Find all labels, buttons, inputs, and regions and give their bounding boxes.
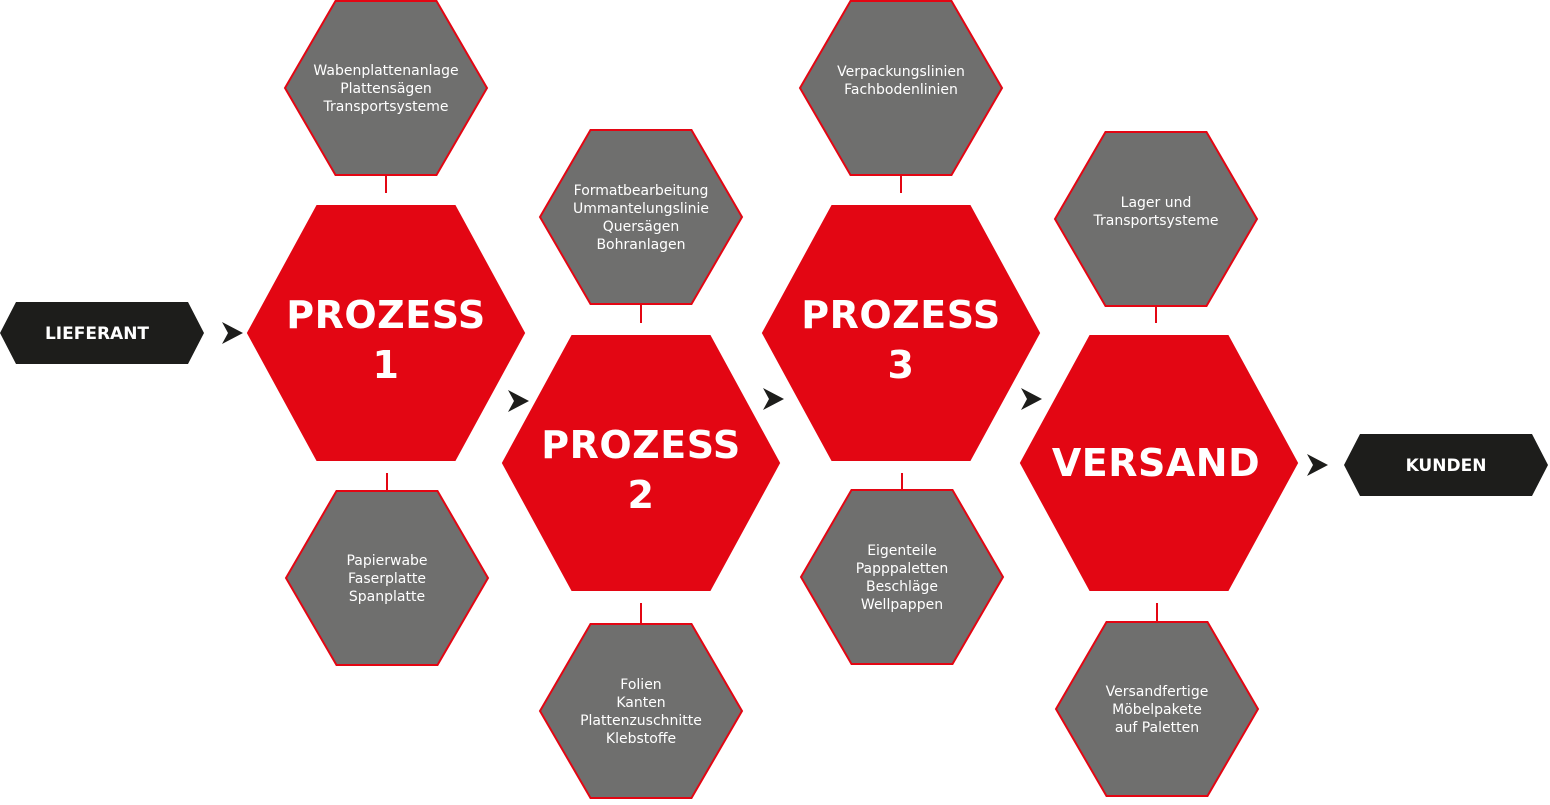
node-text-line: Klebstoffe <box>606 731 676 747</box>
node-hexagon-bottom <box>284 490 490 666</box>
process-number: 1 <box>373 343 400 387</box>
process-hexagon <box>748 193 1054 473</box>
node-text-line: Formatbearbeitung <box>574 183 709 199</box>
node-text-line: Faserplatte <box>348 571 426 587</box>
node-text-line: Möbelpakete <box>1112 702 1202 718</box>
process-hexagon <box>1006 323 1312 603</box>
node-text-line: Beschläge <box>866 579 938 595</box>
node-text-line: auf Paletten <box>1115 720 1199 736</box>
node-text-line: Plattenzuschnitte <box>580 713 702 729</box>
node-text-line: Folien <box>620 677 661 693</box>
node-text-line: Eigenteile <box>867 543 937 559</box>
flow-arrow-icon <box>1021 388 1042 410</box>
flow-arrow-icon <box>763 388 784 410</box>
node-text-line: Quersägen <box>603 219 680 235</box>
node-text-line: Wellpappen <box>861 597 943 613</box>
node-hexagon-bottom <box>538 623 744 799</box>
node-text-line: Fachbodenlinien <box>844 82 958 98</box>
node-text-line: Transportsysteme <box>1093 213 1219 229</box>
flow-arrow-icon <box>1307 454 1328 476</box>
node-text-line: Kanten <box>616 695 665 711</box>
node-hexagon-top <box>283 0 489 176</box>
node-text-line: Plattensägen <box>340 81 432 97</box>
flow-arrow-icon <box>222 322 243 344</box>
flow-arrow-icon <box>508 390 529 412</box>
process-title: VERSAND <box>1052 441 1260 485</box>
node-hexagon-top <box>1053 131 1259 307</box>
kunden-terminal <box>1344 434 1548 496</box>
node-text-line: Ummantelungslinie <box>573 201 709 217</box>
lieferant-terminal <box>0 302 204 364</box>
node-text-line: Bohranlagen <box>596 237 685 253</box>
process-title: PROZESS <box>286 293 485 337</box>
process-title: PROZESS <box>541 423 740 467</box>
process-title: PROZESS <box>801 293 1000 337</box>
node-hexagon-top <box>538 129 744 305</box>
node-text-line: Spanplatte <box>349 589 425 605</box>
kunden-label: KUNDEN <box>1406 456 1487 476</box>
node-text-line: Versandfertige <box>1106 684 1209 700</box>
process-number: 2 <box>628 473 655 517</box>
node-text-line: Wabenplattenanlage <box>313 63 458 79</box>
node-hexagon-bottom <box>799 489 1005 665</box>
process-hexagon <box>233 193 539 473</box>
process-number: 3 <box>888 343 915 387</box>
node-hexagon-bottom <box>1054 621 1260 797</box>
node-hexagon-top <box>798 0 1004 176</box>
lieferant-label: LIEFERANT <box>45 324 149 344</box>
node-text-line: Verpackungslinien <box>837 64 965 80</box>
node-text-line: Papierwabe <box>346 553 427 569</box>
process-hexagon <box>488 323 794 603</box>
node-text-line: Papppaletten <box>856 561 949 577</box>
node-text-line: Transportsysteme <box>323 99 449 115</box>
node-text-line: Lager und <box>1121 195 1192 211</box>
